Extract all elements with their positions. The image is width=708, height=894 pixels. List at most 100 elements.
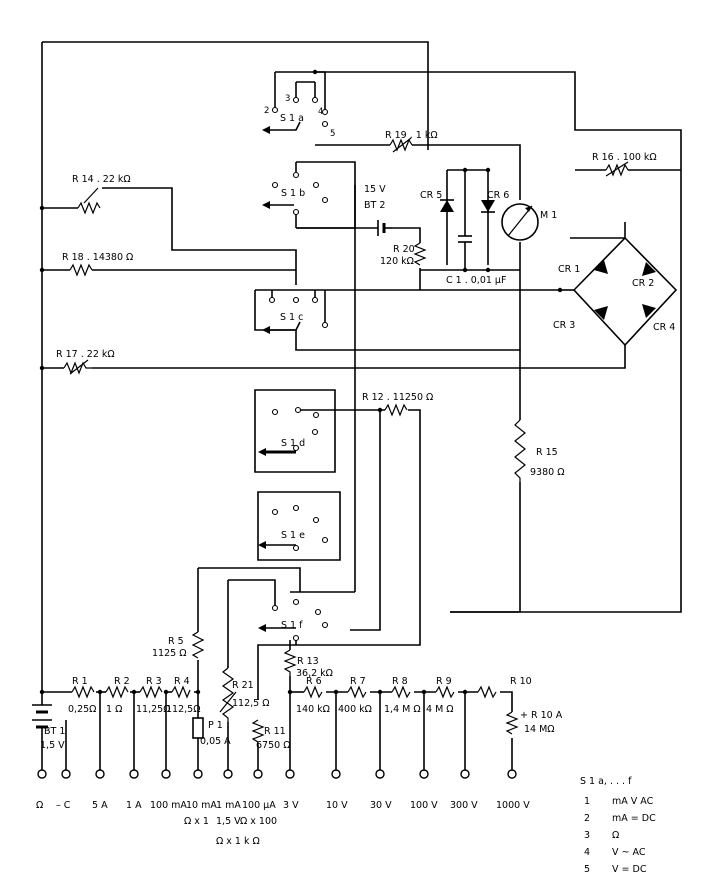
legend-mode-4: V ~ AC: [612, 847, 646, 858]
label-r16: R 16 . 100 kΩ: [592, 152, 657, 163]
label-r7-value: 400 kΩ: [338, 704, 372, 715]
legend-mode-5: V = DC: [612, 864, 647, 875]
switch-s1d: [258, 406, 320, 456]
c1-capacitor: [458, 235, 472, 270]
label-r5-value: 1125 Ω: [152, 648, 186, 659]
r2-resistor: [105, 685, 129, 699]
label-r7: R 7: [350, 676, 366, 687]
bt1-battery: [32, 704, 52, 732]
r10a-resistor: [505, 711, 519, 735]
legend-num-3: 3: [584, 830, 590, 841]
bt2-battery: [377, 220, 392, 236]
label-r20: R 20: [393, 244, 415, 255]
wiring: [41, 41, 682, 770]
terminal-300v: [460, 769, 470, 779]
cr3-diode: [594, 306, 608, 320]
label-r6: R 6: [306, 676, 322, 687]
terminal-label-100ma: 100 mA: [150, 800, 187, 811]
terminal-label-5a: 5 A: [92, 800, 108, 811]
terminal-ohm: [37, 769, 47, 779]
switch-s1e: [258, 504, 329, 552]
label-r3-value: 11,25Ω: [136, 704, 170, 715]
label-s1f: S 1 f: [281, 620, 303, 631]
cr6-diode: [481, 200, 495, 213]
r6-resistor: [303, 685, 323, 699]
label-cr3: CR 3: [553, 320, 575, 331]
switch-s1f: [258, 598, 329, 645]
label-cr2: CR 2: [632, 278, 654, 289]
r16-resistor: [605, 161, 629, 177]
label-r10a-value: 14 MΩ: [524, 724, 555, 735]
cr2-diode: [642, 262, 656, 276]
legend-num-1: 1: [584, 796, 590, 807]
r17-resistor: [63, 359, 92, 375]
junctions: [39, 69, 563, 695]
cr5-diode: [440, 199, 454, 212]
terminal-30v: [375, 769, 385, 779]
label-s1d: S 1 d: [281, 438, 305, 449]
label-bt2-value: 15 V: [364, 184, 386, 195]
label-r13-value: 36,2 kΩ: [296, 668, 333, 679]
terminal-label-com: – C: [56, 800, 71, 811]
terminal-5a: [95, 769, 105, 779]
bridge-rectifier: [572, 236, 678, 347]
terminal-sub-100ua: Ω x 100: [240, 816, 277, 827]
r10-resistor: [477, 685, 497, 699]
label-r11: R 11: [264, 726, 286, 737]
r3-resistor: [139, 685, 163, 699]
r20-resistor: [413, 242, 427, 266]
label-r20-value: 120 kΩ: [380, 256, 414, 267]
label-pos4: 4: [318, 107, 323, 117]
r15-resistor: [514, 419, 526, 482]
terminal-10ma: [193, 769, 203, 779]
label-r18: R 18 . 14380 Ω: [62, 252, 133, 263]
r5-resistor: [191, 631, 205, 659]
terminal-label-100v: 100 V: [410, 800, 438, 811]
label-pos3: 3: [285, 94, 290, 104]
terminal-label-ohm: Ω: [36, 800, 43, 811]
label-s1b: S 1 b: [281, 188, 305, 199]
label-pos5: 5: [330, 129, 335, 139]
r21-resistor: [219, 667, 237, 722]
terminal-label-30v: 30 V: [370, 800, 392, 811]
r11-resistor: [251, 719, 265, 745]
switch-s1a: [262, 72, 329, 134]
terminal-1ma: [223, 769, 233, 779]
label-s1e: S 1 e: [281, 530, 305, 541]
r9-resistor: [435, 685, 455, 699]
label-p1-value: 0,05 A: [200, 736, 231, 747]
passive-parts: [32, 220, 472, 739]
m1-meter: [501, 203, 539, 241]
terminal-label-300v: 300 V: [450, 800, 478, 811]
legend-mode-1: mA V AC: [612, 796, 654, 807]
label-r1-value: 0,25Ω: [68, 704, 96, 715]
terminal-com: [61, 769, 71, 779]
terminal-1a: [129, 769, 139, 779]
terminal-label-10ma: 10 mA: [186, 800, 217, 811]
legend-title: S 1 a, . . . f: [580, 776, 632, 787]
terminal-3v: [285, 769, 295, 779]
label-m1: M 1: [540, 210, 557, 221]
terminal-sub-10ma: Ω x 1: [184, 816, 209, 827]
label-r6-value: 140 kΩ: [296, 704, 330, 715]
label-r15-value: 9380 Ω: [530, 467, 564, 478]
r4-resistor: [171, 685, 191, 699]
r18-resistor: [69, 263, 93, 277]
terminal-label-10v: 10 V: [326, 800, 348, 811]
label-r8: R 8: [392, 676, 408, 687]
terminal-label-1000v: 1000 V: [496, 800, 530, 811]
terminal-label-1ma: 1 mA: [216, 800, 241, 811]
label-s1c: S 1 c: [280, 312, 303, 323]
label-bt1: BT 1: [44, 726, 65, 737]
switch-s1b: [262, 162, 329, 228]
label-c1: C 1 . 0,01 µF: [446, 275, 506, 286]
r7-resistor: [347, 685, 367, 699]
label-s1a: S 1 a: [280, 113, 304, 124]
label-cr5: CR 5: [420, 190, 442, 201]
r8-resistor: [391, 685, 411, 699]
terminal-100v: [419, 769, 429, 779]
r12-resistor: [384, 403, 408, 417]
cr4-diode: [642, 304, 656, 318]
diodes: [440, 199, 678, 347]
